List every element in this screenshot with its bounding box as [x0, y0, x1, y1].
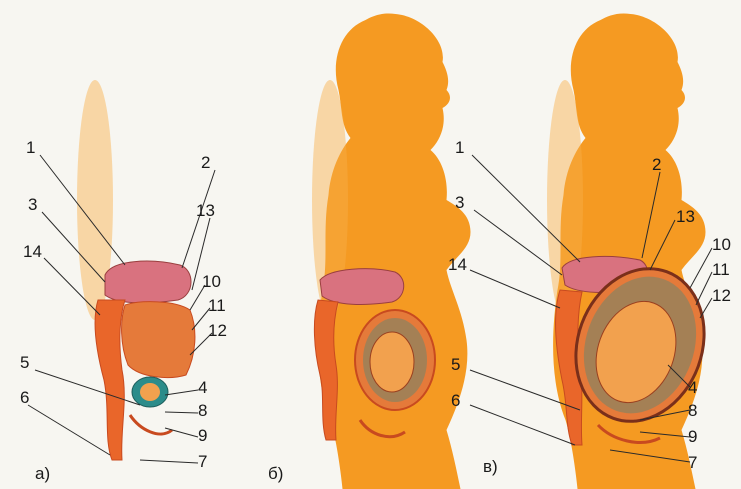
small-intestine-a	[122, 302, 195, 378]
label-4-a: 4	[198, 378, 207, 397]
label-14-a: 14	[23, 242, 42, 261]
fetus-a	[140, 383, 160, 401]
label-4-c: 4	[688, 378, 697, 397]
label-14-c: 14	[448, 255, 467, 274]
label-7-a: 7	[198, 452, 207, 471]
intestine-a	[95, 300, 125, 460]
panel-label-c: в)	[483, 457, 498, 476]
label-3-c: 3	[455, 193, 464, 212]
label-1-c: 1	[455, 138, 464, 157]
label-8-a: 8	[198, 401, 207, 420]
label-10-c: 10	[712, 235, 731, 254]
label-5-c: 5	[451, 355, 460, 374]
label-10-a: 10	[202, 272, 221, 291]
panel-a: 1 2 3 13 14 10 11 12 5 4 6 8 9 7 а)	[20, 13, 471, 489]
label-13-a: 13	[196, 201, 215, 220]
label-12-a: 12	[208, 321, 227, 340]
intestine-b	[314, 300, 338, 440]
label-6-c: 6	[451, 391, 460, 410]
label-1-a: 1	[26, 138, 35, 157]
label-9-c: 9	[688, 427, 697, 446]
label-13-c: 13	[676, 207, 695, 226]
label-7-c: 7	[688, 453, 697, 472]
panel-label-a: а)	[35, 464, 50, 483]
panel-label-b: б)	[268, 464, 283, 483]
label-11-a: 11	[208, 296, 226, 315]
stomach-a	[105, 261, 191, 303]
bladder-a	[130, 415, 172, 434]
label-2-a: 2	[201, 153, 210, 172]
label-8-c: 8	[688, 401, 697, 420]
label-9-a: 9	[198, 426, 207, 445]
label-3-a: 3	[28, 195, 37, 214]
label-11-c: 11	[712, 260, 730, 279]
fetus-b	[370, 332, 414, 392]
stomach-b	[320, 269, 404, 305]
label-6-a: 6	[20, 388, 29, 407]
label-12-c: 12	[712, 286, 731, 305]
label-5-a: 5	[20, 353, 29, 372]
label-2-c: 2	[652, 155, 661, 174]
